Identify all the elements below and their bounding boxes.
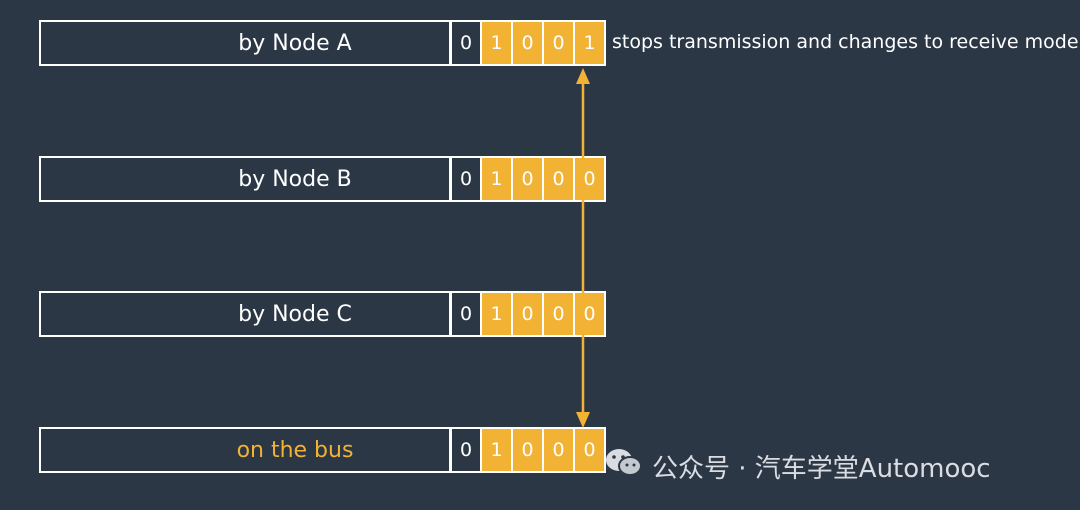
wechat-icon	[604, 446, 644, 487]
bit-cell: 1	[573, 22, 604, 64]
bit-cell: 0	[542, 22, 573, 64]
bit-cell: 0	[452, 429, 480, 471]
bits-node-b: 0 1 0 0 0	[450, 156, 606, 202]
arrow-head-up	[576, 68, 590, 84]
bit-cell: 0	[542, 158, 573, 200]
row-node-c: by Node C 0 1 0 0 0	[39, 291, 606, 337]
bits-node-c: 0 1 0 0 0	[450, 291, 606, 337]
bits-bus: 0 1 0 0 0	[450, 427, 606, 473]
bit-cell: 0	[511, 429, 542, 471]
bit-cell: 0	[452, 293, 480, 335]
label-box-node-a: by Node A	[39, 20, 451, 66]
note-text: stops transmission and changes to receiv…	[612, 31, 1079, 53]
bit-cell: 0	[452, 158, 480, 200]
bit-cell: 0	[511, 293, 542, 335]
bit-cell: 1	[480, 429, 511, 471]
bit-cell: 0	[573, 293, 604, 335]
bit-cell: 0	[511, 22, 542, 64]
watermark: 公众号 · 汽车学堂Automooc	[604, 448, 991, 484]
bit-cell: 0	[573, 429, 604, 471]
bits-node-a: 0 1 0 0 1	[450, 20, 606, 66]
label-bus: on the bus	[236, 437, 354, 463]
bit-cell: 0	[452, 22, 480, 64]
label-node-a: by Node A	[238, 30, 352, 56]
label-box-bus: on the bus	[39, 427, 451, 473]
arrow-head-down	[576, 412, 590, 428]
watermark-text: 公众号 · 汽车学堂Automooc	[652, 453, 991, 484]
row-node-b: by Node B 0 1 0 0 0	[39, 156, 606, 202]
bit-cell: 0	[573, 158, 604, 200]
bit-cell: 1	[480, 293, 511, 335]
bit-cell: 0	[542, 429, 573, 471]
bit-cell: 1	[480, 158, 511, 200]
label-node-b: by Node B	[238, 166, 352, 192]
label-node-c: by Node C	[238, 301, 352, 327]
bit-cell: 1	[480, 22, 511, 64]
row-node-a: by Node A 0 1 0 0 1	[39, 20, 606, 66]
bit-cell: 0	[542, 293, 573, 335]
label-box-node-c: by Node C	[39, 291, 451, 337]
row-bus: on the bus 0 1 0 0 0	[39, 427, 606, 473]
bit-cell: 0	[511, 158, 542, 200]
